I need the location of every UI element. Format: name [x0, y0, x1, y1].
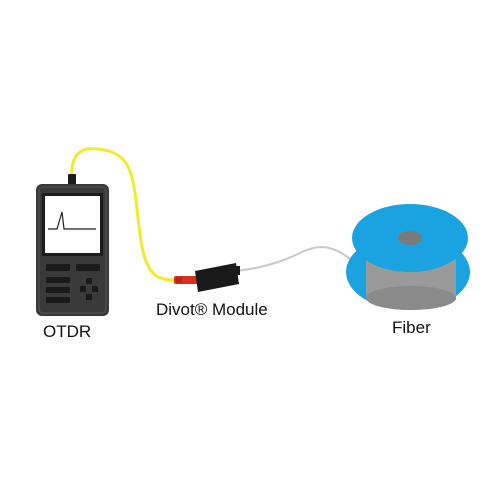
- otdr-key: [46, 277, 70, 283]
- otdr-screen: [45, 196, 100, 253]
- fiber-spool-icon: [346, 204, 470, 310]
- fiber-label: Fiber: [392, 318, 431, 337]
- otdr-key: [86, 294, 92, 300]
- otdr-key: [80, 286, 86, 292]
- divot-module-label: Divot® Module: [156, 300, 268, 319]
- otdr-key: [46, 297, 70, 303]
- divot-module-icon: [174, 263, 240, 292]
- otdr-key: [92, 286, 98, 292]
- patch-cord: [70, 147, 178, 282]
- otdr-key: [46, 264, 70, 271]
- fiber-lead: [235, 246, 361, 272]
- spool-hub: [398, 231, 422, 245]
- otdr-key: [46, 287, 70, 293]
- otdr-key: [86, 278, 92, 284]
- otdr-connector: [68, 174, 76, 186]
- otdr-device-icon: [36, 174, 109, 316]
- otdr-key: [76, 264, 100, 271]
- module-body: [195, 263, 239, 292]
- otdr-label: OTDR: [43, 322, 92, 341]
- otdr-trace: [48, 211, 96, 230]
